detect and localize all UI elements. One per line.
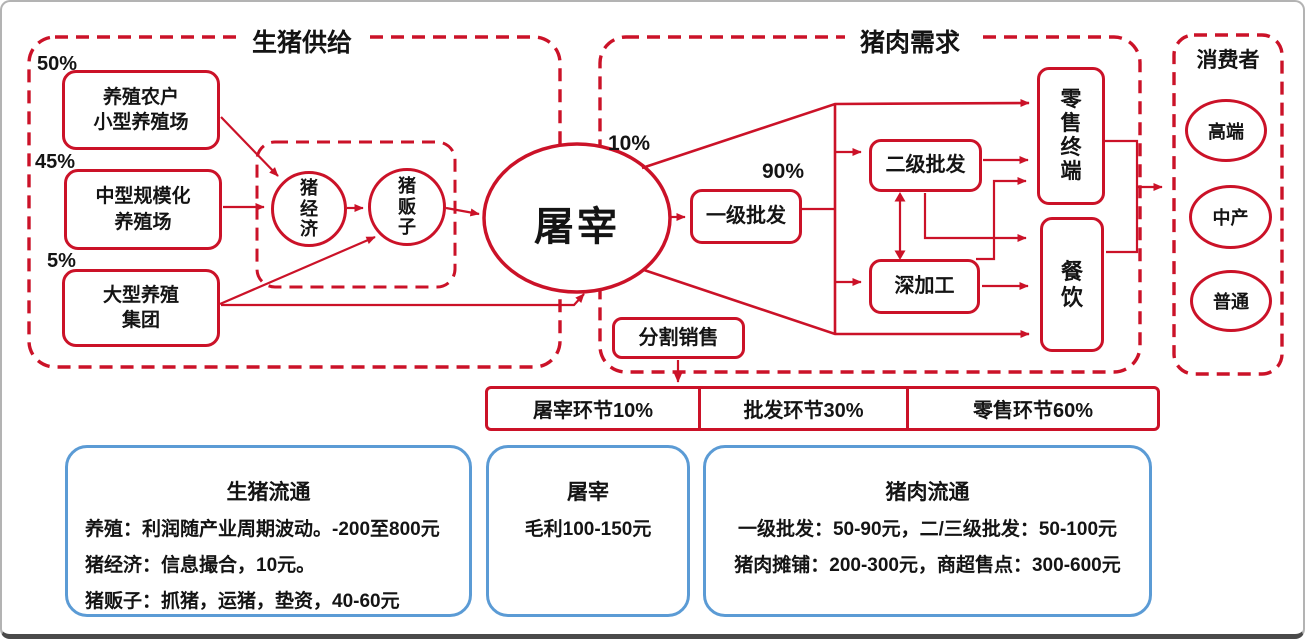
node-cut-sales: 分割销售 (612, 317, 745, 359)
note-line: 养殖：利润随产业周期波动。-200至800元 (85, 519, 440, 540)
node-small-farm: 养殖农户小型养殖场 (62, 70, 220, 150)
share-label-mid-farm: 45% (35, 151, 76, 173)
node-deep-processing: 深加工 (869, 259, 980, 314)
node-retail-terminal: 零售终端 (1037, 67, 1105, 205)
node-catering: 餐饮 (1040, 217, 1104, 352)
demand-section-title: 猪肉需求 (845, 23, 975, 59)
table-cell-wholesale: 批发环节30% (698, 389, 906, 428)
note-line: 猪经济：信息撮合，10元。 (85, 554, 316, 576)
arrow-bigfarm-to-dealer (219, 235, 376, 306)
note-line: 毛利100-150元 (524, 519, 652, 540)
node-pig-dealer: 猪贩子 (368, 168, 446, 246)
note-line: 猪贩子：抓猪，运猪，垫资，40-60元 (85, 590, 400, 612)
consumer-segment-middle: 中产 (1189, 185, 1272, 249)
table-cell-retail: 零售环节60% (906, 389, 1157, 428)
arrow-dealer-to-slaughter (445, 206, 480, 217)
margin-split-table: 屠宰环节10% 批发环节30% 零售环节60% (485, 386, 1160, 431)
node-big-farm: 大型养殖集团 (62, 269, 220, 347)
share-label-big-farm: 5% (47, 250, 76, 272)
direct-share-label: 10% (608, 132, 651, 155)
consumers-title: 消费者 (1196, 49, 1260, 72)
wholesale-share-label: 90% (762, 160, 805, 183)
node-pig-broker: 猪经济 (271, 171, 347, 247)
note-title: 生猪流通 (226, 481, 311, 504)
node-mid-farm: 中型规模化养殖场 (64, 169, 222, 250)
note-title: 屠宰 (567, 481, 609, 504)
note-live-pig-circulation: 生猪流通 养殖：利润随产业周期波动。-200至800元 猪经济：信息撮合，10元… (65, 445, 472, 617)
supply-section-title: 生猪供给 (237, 23, 367, 59)
consumer-segment-ordinary: 普通 (1190, 270, 1272, 332)
note-title: 猪肉流通 (885, 481, 970, 504)
note-slaughter-margin: 屠宰 毛利100-150元 (486, 445, 690, 617)
slaughter-label: 屠宰 (534, 205, 620, 249)
table-cell-slaughter: 屠宰环节10% (532, 400, 654, 422)
note-pork-circulation: 猪肉流通 一级批发：50-90元，二/三级批发：50-100元 猪肉摊铺：200… (703, 445, 1152, 617)
up-arrowhead (894, 192, 906, 202)
arrow-bigfarm-to-slaughter (221, 293, 585, 307)
note-line: 猪肉摊铺：200-300元，商超售点：300-600元 (734, 554, 1121, 576)
node-primary-wholesale: 一级批发 (690, 189, 802, 244)
share-label-small-farm: 50% (37, 53, 78, 75)
consumer-segment-highend: 高端 (1185, 99, 1267, 162)
retail-catering-collector (1105, 139, 1139, 254)
node-secondary-wholesale: 二级批发 (869, 139, 982, 192)
note-line: 一级批发：50-90元，二/三级批发：50-100元 (737, 519, 1118, 540)
arrow-secondary-to-catering (923, 193, 1027, 242)
arrow-smallfarm-to-broker (220, 116, 279, 177)
arrow-processing-to-retail (976, 177, 1027, 261)
